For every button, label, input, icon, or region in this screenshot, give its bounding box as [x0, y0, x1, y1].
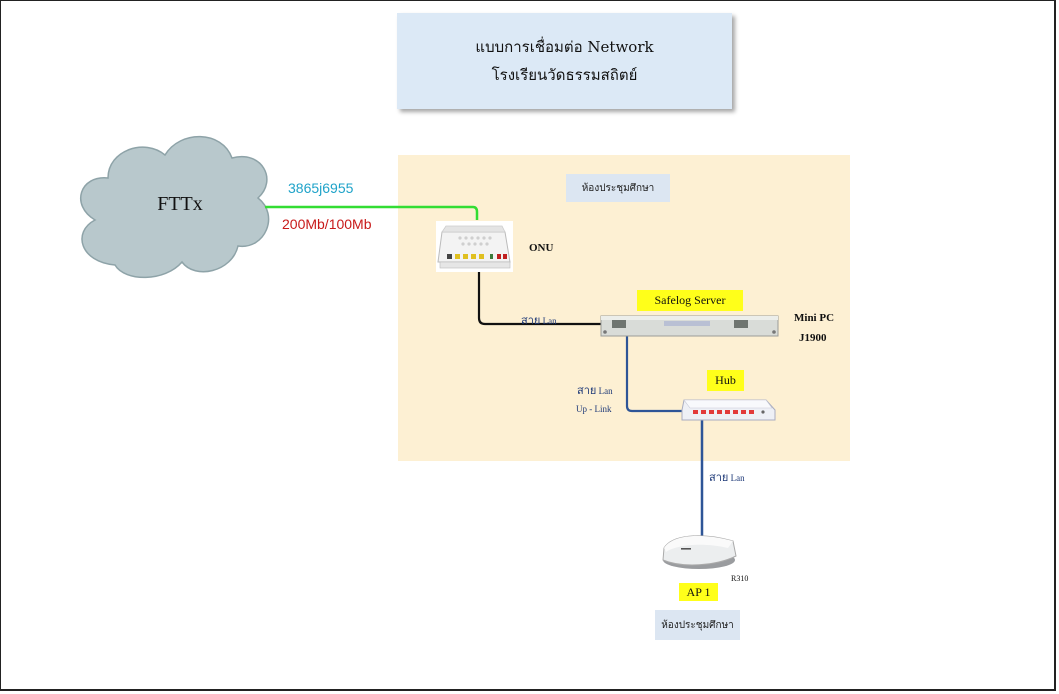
onu-device-icon — [436, 221, 513, 272]
lan-label-th: สาย — [709, 471, 729, 484]
ap-tag: AP 1 — [679, 583, 718, 601]
onu-server-link — [477, 268, 602, 326]
hub-tag: Hub — [707, 370, 744, 391]
uplink-label: Up - Link — [576, 404, 612, 414]
lan-label-server-hub: สาย Lan — [577, 381, 613, 399]
title-line-1: แบบการเชื่อมต่อ Network — [475, 38, 654, 56]
ap-room-label: ห้องประชุมศึกษา — [655, 610, 740, 640]
fiber-link — [265, 205, 479, 220]
minipc-label-1: Mini PC — [794, 312, 835, 324]
title-line-2: โรงเรียนวัดธรรมสถิตย์ — [491, 66, 638, 84]
lan-label-th: สาย — [577, 384, 597, 397]
bandwidth-label: 200Mb/100Mb — [282, 216, 372, 232]
onu-label: ONU — [529, 242, 554, 254]
room-label: ห้องประชุมศึกษา — [566, 174, 670, 202]
lan-label-en: Lan — [542, 316, 557, 326]
title-box: แบบการเชื่อมต่อ Network โรงเรียนวัดธรรมส… — [397, 13, 732, 109]
minipc-server-icon — [600, 315, 779, 337]
cloud-label: FTTx — [157, 193, 203, 215]
lan-label-hub-ap: สาย Lan — [709, 468, 745, 486]
fttx-cloud-icon — [79, 135, 270, 279]
lan-label-en: Lan — [598, 386, 613, 396]
lan-label-en: Lan — [730, 473, 745, 483]
hub-switch-icon — [681, 399, 776, 421]
server-hub-link — [625, 336, 684, 413]
minipc-label-2: J1900 — [799, 332, 827, 344]
access-point-icon — [662, 535, 737, 569]
lan-label-th: สาย — [521, 314, 541, 327]
lan-label-onu-server: สาย Lan — [521, 311, 557, 329]
ap-model-label: R310 — [731, 574, 749, 583]
server-tag: Safelog Server — [637, 290, 743, 311]
circuit-id: 3865j6955 — [288, 180, 354, 196]
